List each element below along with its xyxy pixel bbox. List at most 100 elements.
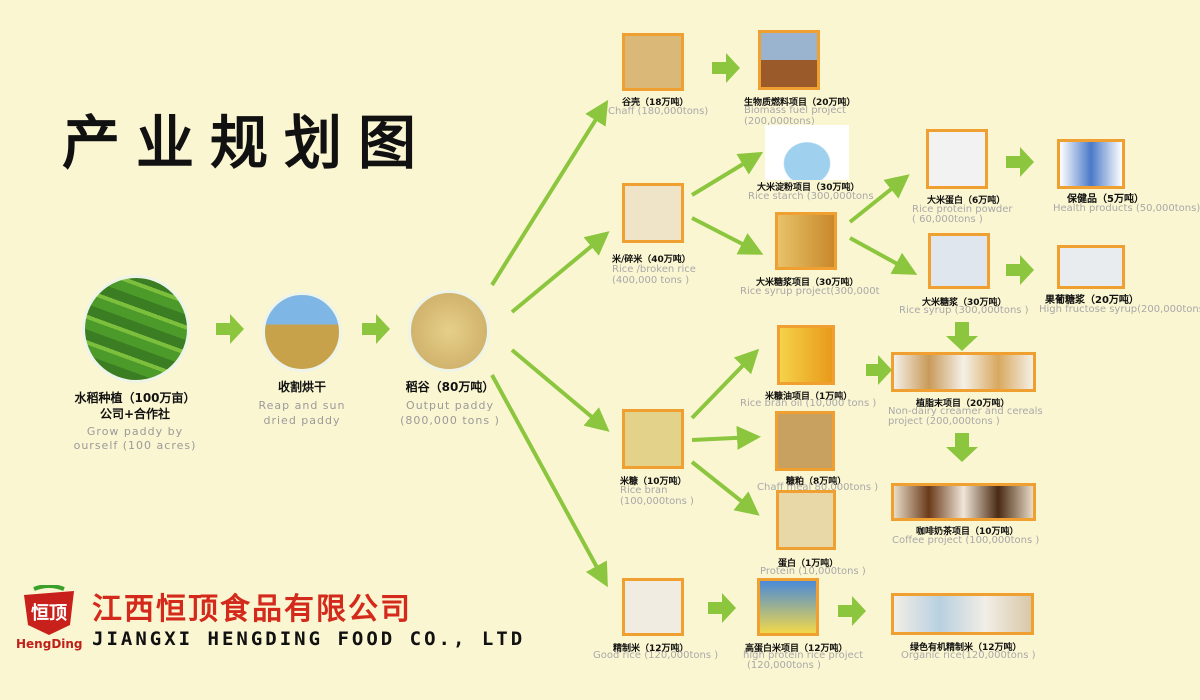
- syrup-project-image: [775, 212, 837, 270]
- arrow-creamer-coffee: [946, 433, 978, 462]
- health-cn-label: 保健品（5万吨）: [1067, 194, 1144, 205]
- arrow-syrup-ricesyrup: [849, 236, 918, 275]
- coffee-image: [891, 483, 1036, 521]
- bran-cn-label: 米糠（10万吨）: [620, 477, 687, 487]
- good-rice-cn-label: 精制米（12万吨）: [613, 644, 689, 654]
- reap-en-label: Reap and sun: [258, 399, 346, 412]
- hengding-logo-icon: 恒顶: [24, 585, 74, 635]
- high-protein-cn-label: 高蛋白米项目（12万吨）: [745, 644, 848, 654]
- hfcs-cn-label: 果葡糖浆（20万吨）: [1045, 295, 1139, 306]
- rice-syrup-cn-label: 大米糖浆（30万吨）: [922, 298, 1007, 308]
- starch-image: [765, 125, 849, 180]
- protein-powder-en-label: Rice protein powder: [912, 204, 1013, 215]
- high-protein-en-label-2: (120,000tons ): [747, 660, 821, 671]
- chaff-image: [622, 33, 684, 91]
- company-name-en: JIANGXI HENGDING FOOD CO., LTD: [92, 628, 526, 650]
- protein-image: [776, 490, 836, 550]
- page-title: 产业规划图: [62, 109, 433, 177]
- arrow-reap-output: [362, 314, 390, 344]
- bran-en-label: Rice bran: [620, 485, 668, 496]
- rice-syrup-image: [928, 233, 990, 289]
- chaff-cn-label: 谷壳（18万吨）: [622, 98, 689, 108]
- arrow-bran-meal: [691, 425, 761, 450]
- protein-powder-en-label-2: ( 60,000tons ): [912, 214, 983, 225]
- output-en-label: Output paddy: [406, 399, 494, 412]
- health-products-image: [1057, 139, 1125, 189]
- paddy-grain-image: [408, 290, 490, 372]
- syrup-project-cn-label: 大米糖浆项目（30万吨）: [756, 278, 859, 288]
- coffee-cn-label: 咖啡奶茶项目（10万吨）: [916, 527, 1019, 537]
- company-name-cn: 江西恒顶食品有限公司: [92, 592, 412, 627]
- output-cn-label: 稻谷（80万吨）: [405, 380, 495, 394]
- harvester-image: [262, 292, 342, 372]
- biomass-en-label-2: (200,000tons): [744, 116, 815, 127]
- starch-en-label: Rice starch (300,000tons: [748, 191, 874, 202]
- high-protein-en-label: high protein rice project: [743, 650, 864, 661]
- arrow-bran-oil: [690, 348, 760, 420]
- organic-en-label: Organic rice(120,000tons ): [901, 650, 1036, 661]
- bran-image: [622, 409, 684, 469]
- good-rice-image: [622, 578, 684, 636]
- biomass-cn-label: 生物质燃料项目（20万吨）: [744, 98, 856, 108]
- hfcs-image: [1057, 245, 1125, 289]
- arrow-highprotein-organic: [838, 596, 866, 626]
- protein-cn-label: 蛋白（1万吨）: [778, 559, 839, 569]
- arrow-grow-reap: [216, 314, 244, 344]
- arrow-syrup-protein: [848, 174, 910, 224]
- creamer-image: [891, 352, 1036, 392]
- paddy-field-image: [82, 275, 190, 383]
- arrow-output-rice: [510, 231, 610, 314]
- bran-en-label-2: (100,000tons ): [620, 496, 694, 507]
- rice-image: [622, 183, 684, 243]
- organic-cn-label: 绿色有机精制米（12万吨）: [910, 643, 1022, 653]
- chaff-meal-image: [775, 411, 835, 471]
- protein-powder-cn-label: 大米蛋白（6万吨）: [927, 196, 1006, 206]
- protein-en-label: Protein (10,000tons ): [760, 566, 866, 577]
- logo-wordmark: HengDing: [16, 637, 83, 651]
- meal-en-label: Chaff meal 80,000tons ): [757, 482, 879, 493]
- bran-oil-en-label: Rice bran oil (10,000 tons ): [740, 398, 877, 409]
- grow-en-label: Grow paddy by: [86, 425, 184, 438]
- arrow-bran-protein: [690, 460, 760, 516]
- grow-en-label-2: ourself (100 acres): [73, 439, 197, 452]
- chaff-en-label: Chaff (180,000tons): [608, 106, 709, 117]
- arrow-ricesyrup-hfcs: [1006, 255, 1034, 285]
- protein-powder-image: [926, 129, 988, 189]
- arrow-chaff-biomass: [712, 53, 740, 83]
- svg-text:恒顶: 恒顶: [31, 602, 67, 624]
- good-rice-en-label: Good rice (120,000tons ): [593, 650, 719, 661]
- output-en-label-2: (800,000 tons ): [400, 414, 500, 427]
- hfcs-en-label: High fructose syrup(200,000tons: [1039, 304, 1200, 315]
- reap-cn-label: 收割烘干: [277, 380, 326, 394]
- reap-en-label-2: dried paddy: [263, 414, 341, 427]
- syrup-project-en-label: Rice syrup project(300,000t: [740, 286, 880, 297]
- arrow-oil-creamer: [866, 355, 892, 385]
- arrow-rice-starch: [690, 151, 764, 197]
- creamer-en-label-2: project (200,000tons ): [888, 416, 1000, 427]
- arrow-output-goodrice: [490, 374, 608, 588]
- creamer-en-label: Non-dairy creamer and cereals: [888, 406, 1043, 417]
- creamer-cn-label: 植脂末项目（20万吨）: [916, 399, 1010, 409]
- arrow-rice-syrup: [691, 216, 764, 255]
- starch-cn-label: 大米淀粉项目（30万吨）: [757, 183, 860, 193]
- grow-cn-label-2: 公司+合作社: [99, 407, 171, 421]
- meal-cn-label: 糠粕（8万吨）: [786, 477, 847, 487]
- bran-oil-cn-label: 米糠油项目（1万吨）: [765, 392, 853, 402]
- high-protein-image: [757, 578, 819, 636]
- rice-cn-label: 米/碎米（40万吨）: [612, 255, 691, 265]
- arrow-output-chaff: [490, 99, 609, 287]
- organic-rice-image: [891, 593, 1034, 635]
- rice-en-label-2: (400,000 tons ): [612, 275, 690, 286]
- arrow-output-bran: [510, 348, 610, 432]
- grow-cn-label: 水稻种植（100万亩）: [74, 391, 196, 405]
- arrow-ricesyrup-creamer: [946, 322, 978, 351]
- arrow-good-highprotein: [708, 593, 736, 623]
- biomass-image: [758, 30, 820, 90]
- rice-syrup-en-label: Rice syrup (300,000tons ): [899, 305, 1029, 316]
- rice-en-label: Rice /broken rice: [612, 264, 696, 275]
- health-en-label: Health products (50,000tons): [1053, 203, 1200, 214]
- biomass-en-label: Biomass fuel project: [744, 105, 846, 116]
- bran-oil-image: [777, 325, 835, 385]
- coffee-en-label: Coffee project (100,000tons ): [892, 535, 1040, 546]
